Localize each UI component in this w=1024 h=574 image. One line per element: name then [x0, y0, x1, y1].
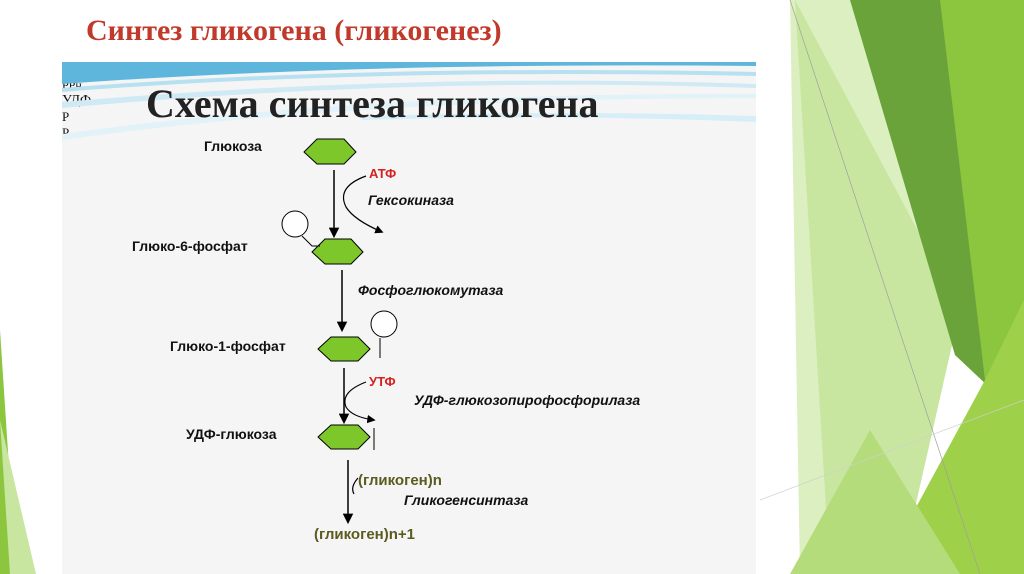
- glycogen-n1-label: (гликоген)n+1: [314, 526, 415, 543]
- hexokinase-label: Гексокиназа: [368, 192, 454, 208]
- utp-label: УТФ: [369, 374, 396, 389]
- glycogen-synthase-label: Гликогенсинтаза: [404, 492, 528, 508]
- udpglc-hexagon: [318, 425, 370, 449]
- glycogen-n-label: (гликоген)n: [358, 472, 442, 489]
- phosphate-link-1: [302, 236, 320, 246]
- scheme-picture: Схема синтеза гликогена Глюкоза Глюко-6-…: [62, 62, 756, 574]
- scheme-title: Схема синтеза гликогена: [146, 80, 599, 127]
- udpglc-label: УДФ-глюкоза: [186, 426, 276, 442]
- glucose-label: Глюкоза: [204, 138, 262, 154]
- glc1p-hexagon: [318, 337, 370, 361]
- glucose-hexagon: [304, 139, 356, 164]
- phosphate-circle-2: [371, 311, 397, 337]
- glc6p-label: Глюко-6-фосфат: [132, 238, 248, 254]
- atp-label: АТФ: [369, 166, 396, 181]
- phosphoglucomutase-label: Фосфоглюкомутаза: [358, 282, 503, 298]
- slide-title: Синтез гликогена (гликогенез): [86, 14, 502, 48]
- glc6p-hexagon: [312, 239, 363, 264]
- phosphate-circle-1: [282, 211, 308, 237]
- udp-pyrophosphorylase-label: УДФ-глюкозопирофосфорилаза: [414, 392, 640, 408]
- glc1p-label: Глюко-1-фосфат: [170, 338, 286, 354]
